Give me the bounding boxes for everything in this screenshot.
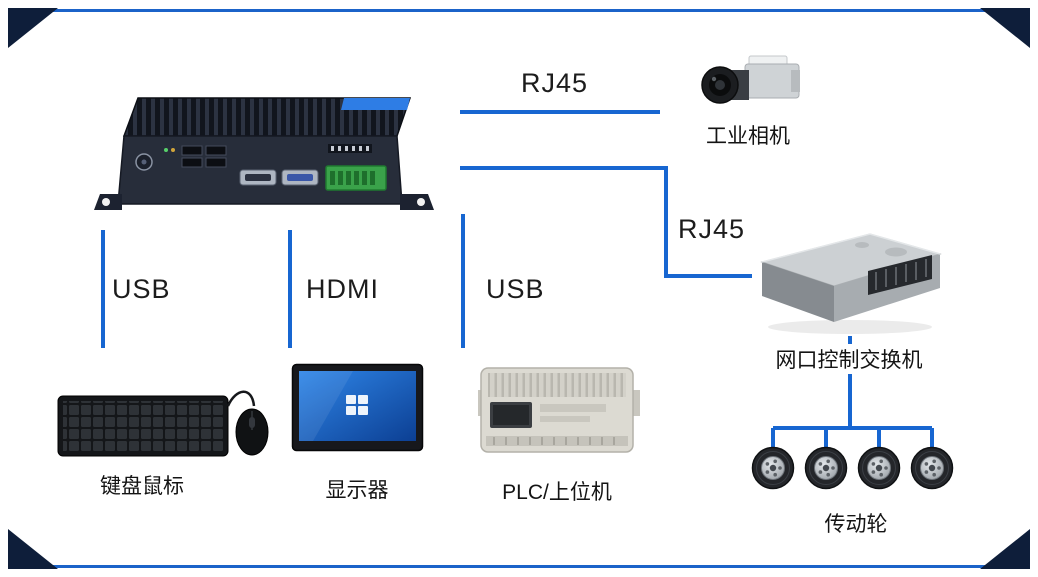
label-drive-wheels: 传动轮 bbox=[824, 513, 888, 536]
edge-label-usb-keyboard: USB bbox=[112, 274, 171, 304]
drive-wheel bbox=[751, 446, 795, 490]
label-keyboard-mouse: 键盘鼠标 bbox=[100, 475, 184, 498]
edge-label-rj45-switch: RJ45 bbox=[678, 214, 746, 244]
frame-corner-bottom-left bbox=[8, 529, 58, 569]
keyboard-mouse-image bbox=[56, 380, 274, 462]
camera-illustration bbox=[701, 55, 800, 104]
monitor-illustration bbox=[291, 363, 424, 452]
plc-image bbox=[478, 360, 640, 462]
keyboard-mouse-illustration bbox=[57, 390, 269, 457]
drive-wheel bbox=[910, 446, 954, 490]
frame-bottom-line bbox=[8, 565, 1030, 568]
drive-wheel bbox=[804, 446, 848, 490]
drive-wheel bbox=[857, 446, 901, 490]
frame-corner-top-right bbox=[980, 8, 1030, 48]
frame-top-line bbox=[8, 9, 1030, 12]
label-industrial-camera: 工业相机 bbox=[706, 125, 790, 148]
label-monitor: 显示器 bbox=[325, 479, 389, 502]
frame-corner-bottom-right bbox=[980, 529, 1030, 569]
label-plc: PLC/上位机 bbox=[502, 481, 612, 504]
edge-label-usb-plc: USB bbox=[486, 274, 545, 304]
industrial-pc-illustration bbox=[94, 97, 434, 210]
edge-label-hdmi-monitor: HDMI bbox=[306, 274, 379, 304]
label-network-switch: 网口控制交换机 bbox=[770, 344, 928, 374]
industrial-camera-image bbox=[693, 54, 811, 124]
plc-illustration bbox=[478, 367, 640, 453]
frame-corner-top-left bbox=[8, 8, 58, 48]
switch-illustration bbox=[760, 233, 942, 334]
edge-label-rj45-camera: RJ45 bbox=[521, 68, 589, 98]
network-switch-image bbox=[750, 224, 950, 338]
windows-logo-icon bbox=[346, 395, 368, 415]
monitor-image bbox=[291, 363, 424, 455]
drive-wheels-image bbox=[749, 446, 954, 490]
industrial-pc-image bbox=[92, 86, 437, 234]
